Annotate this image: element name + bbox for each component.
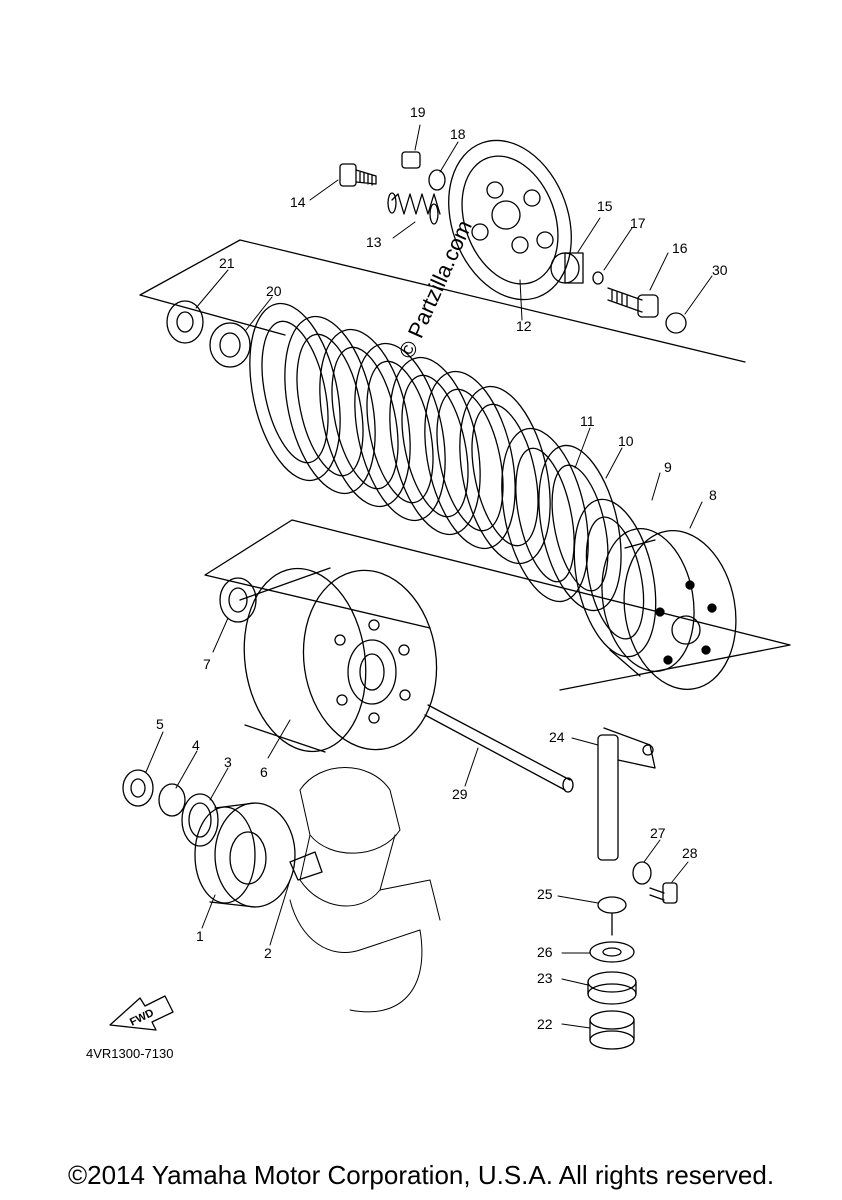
part-29-shaft (424, 704, 574, 793)
callout-18: 18 (450, 126, 466, 142)
callout-9: 9 (664, 459, 672, 475)
partzilla-watermark: © Partzilla.com (394, 216, 477, 362)
callout-7: 7 (203, 656, 211, 672)
part-30-ball (665, 312, 687, 334)
callout-13: 13 (366, 234, 382, 250)
callout-15: 15 (597, 198, 613, 214)
callout-8: 8 (709, 487, 717, 503)
part-6-clutch-housing (239, 567, 438, 753)
callout-14: 14 (290, 194, 306, 210)
callout-4: 4 (192, 737, 200, 753)
upper-boundary (139, 239, 746, 363)
part-18-washer (428, 169, 446, 191)
callout-30: 30 (712, 262, 728, 278)
callout-2: 2 (264, 945, 272, 961)
callout-10: 10 (618, 433, 634, 449)
callout-20: 20 (266, 283, 282, 299)
part-14-bolt (339, 163, 377, 187)
part-25-spring (597, 896, 627, 936)
callout-23: 23 (537, 970, 553, 986)
part-9-plate (573, 498, 657, 658)
part-5-nut (122, 769, 154, 807)
part-16-push-rod (607, 287, 659, 318)
fwd-arrow-icon: FWD (109, 995, 174, 1031)
part-8-clutch-boss (601, 528, 737, 691)
callout-19: 19 (410, 104, 426, 120)
part-1-drive-gear (194, 802, 296, 908)
callout-25: 25 (537, 886, 553, 902)
part-13-spring (391, 193, 441, 215)
callout-6: 6 (260, 764, 268, 780)
callout-22: 22 (537, 1016, 553, 1032)
callout-5: 5 (156, 716, 164, 732)
part-27-washer (632, 861, 652, 885)
part-21-collar (166, 300, 204, 344)
part-12-pressure-plate (448, 139, 572, 301)
callout-12: 12 (516, 318, 532, 334)
callout-16: 16 (672, 240, 688, 256)
callout-27: 27 (650, 825, 666, 841)
part-7-thrust-washer (219, 577, 257, 623)
part-2-key (289, 851, 323, 881)
reference-code: 4VR1300-7130 (86, 1046, 174, 1061)
part-3-washer (181, 793, 219, 847)
callout-1: 1 (196, 928, 204, 944)
callout-26: 26 (537, 944, 553, 960)
callout-17: 17 (630, 215, 646, 231)
callout-3: 3 (224, 754, 232, 770)
callout-29: 29 (452, 786, 468, 802)
part-24-lever-shaft (597, 727, 656, 861)
callout-24: 24 (549, 729, 565, 745)
lower-boundary (204, 519, 791, 691)
part-17-o-ring (592, 271, 604, 285)
leader-lines (145, 124, 713, 1029)
callout-numbers: 1 2 3 4 5 6 7 8 9 10 11 12 13 14 15 16 1… (156, 104, 728, 1032)
part-28-screw (649, 882, 678, 904)
part-20-lock-washer (209, 322, 251, 368)
copyright-notice: ©2014 Yamaha Motor Corporation, U.S.A. A… (67, 1160, 775, 1190)
part-22-collar (589, 1010, 635, 1050)
part-19-nut (401, 151, 421, 169)
part-26-washer (589, 941, 635, 963)
part-15-collar (550, 252, 584, 284)
crankshaft-outline (289, 767, 441, 1013)
part-23-bearing (587, 971, 637, 1005)
callout-21: 21 (219, 255, 235, 271)
callout-11: 11 (580, 413, 595, 429)
callout-28: 28 (682, 845, 698, 861)
part-4-lock-washer (158, 783, 186, 817)
